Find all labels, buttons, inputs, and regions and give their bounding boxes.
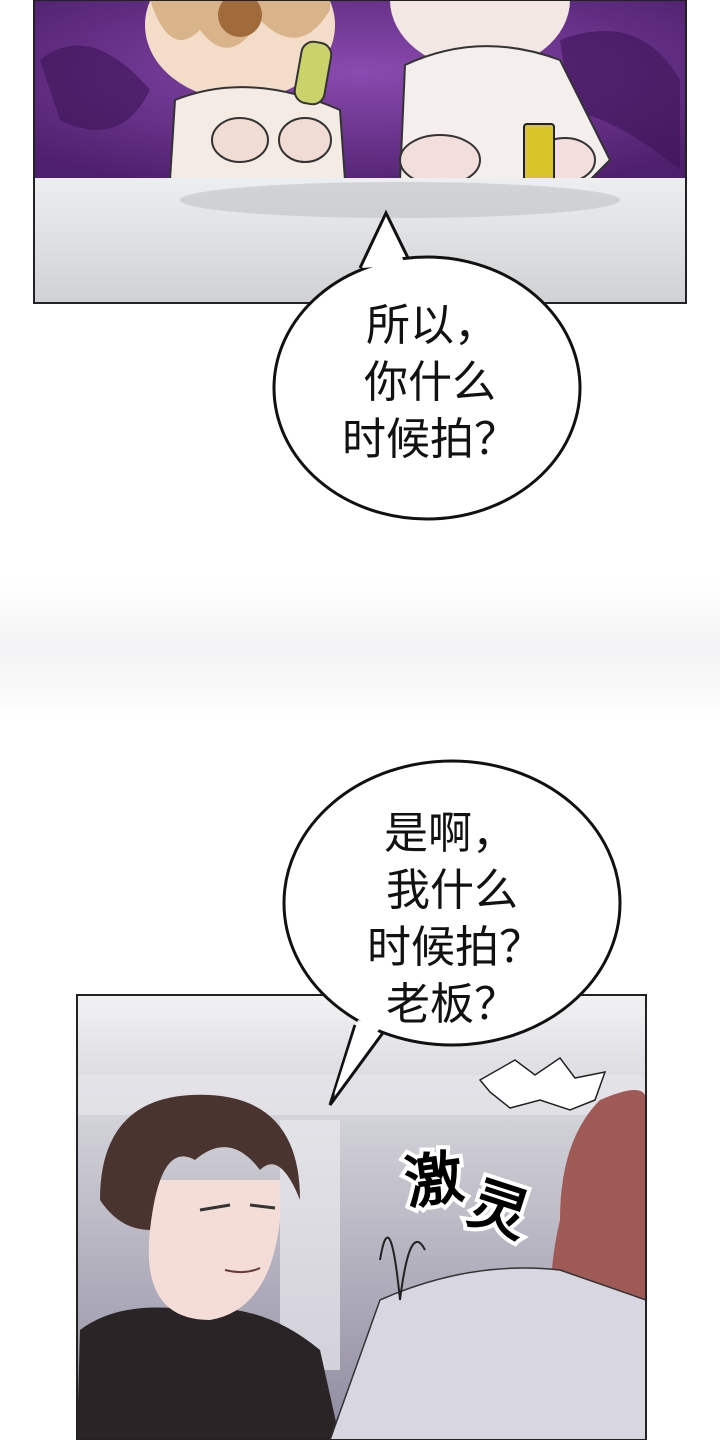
bubble-2-line-3: 时候拍？ [367,922,543,973]
speech-bubble-2: 是啊， 我什么 时候拍？ 老板？ [282,759,622,1106]
bubble-1-line-1: 所以， [366,300,498,351]
panel-bottom: 激 灵 [76,994,647,1440]
bubble-1-line-3: 时候拍？ [342,414,518,465]
speech-bubble-1: 所以， 你什么 时候拍？ [272,209,582,521]
bubble-2-line-4: 老板？ [386,979,518,1030]
panel-top [33,0,687,304]
bubble-2-line-2: 我什么 [386,865,518,916]
sfx-char-1: 激 [401,1142,468,1217]
bubble-1-line-2: 你什么 [364,357,496,408]
gutter [0,580,720,720]
bubble-2-line-1: 是啊， [384,808,516,859]
